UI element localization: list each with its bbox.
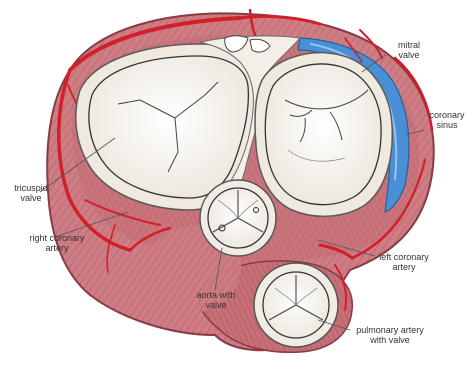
pulmonary-valve (254, 263, 338, 347)
aortic-valve (200, 180, 276, 256)
mitral-valve (255, 53, 392, 217)
